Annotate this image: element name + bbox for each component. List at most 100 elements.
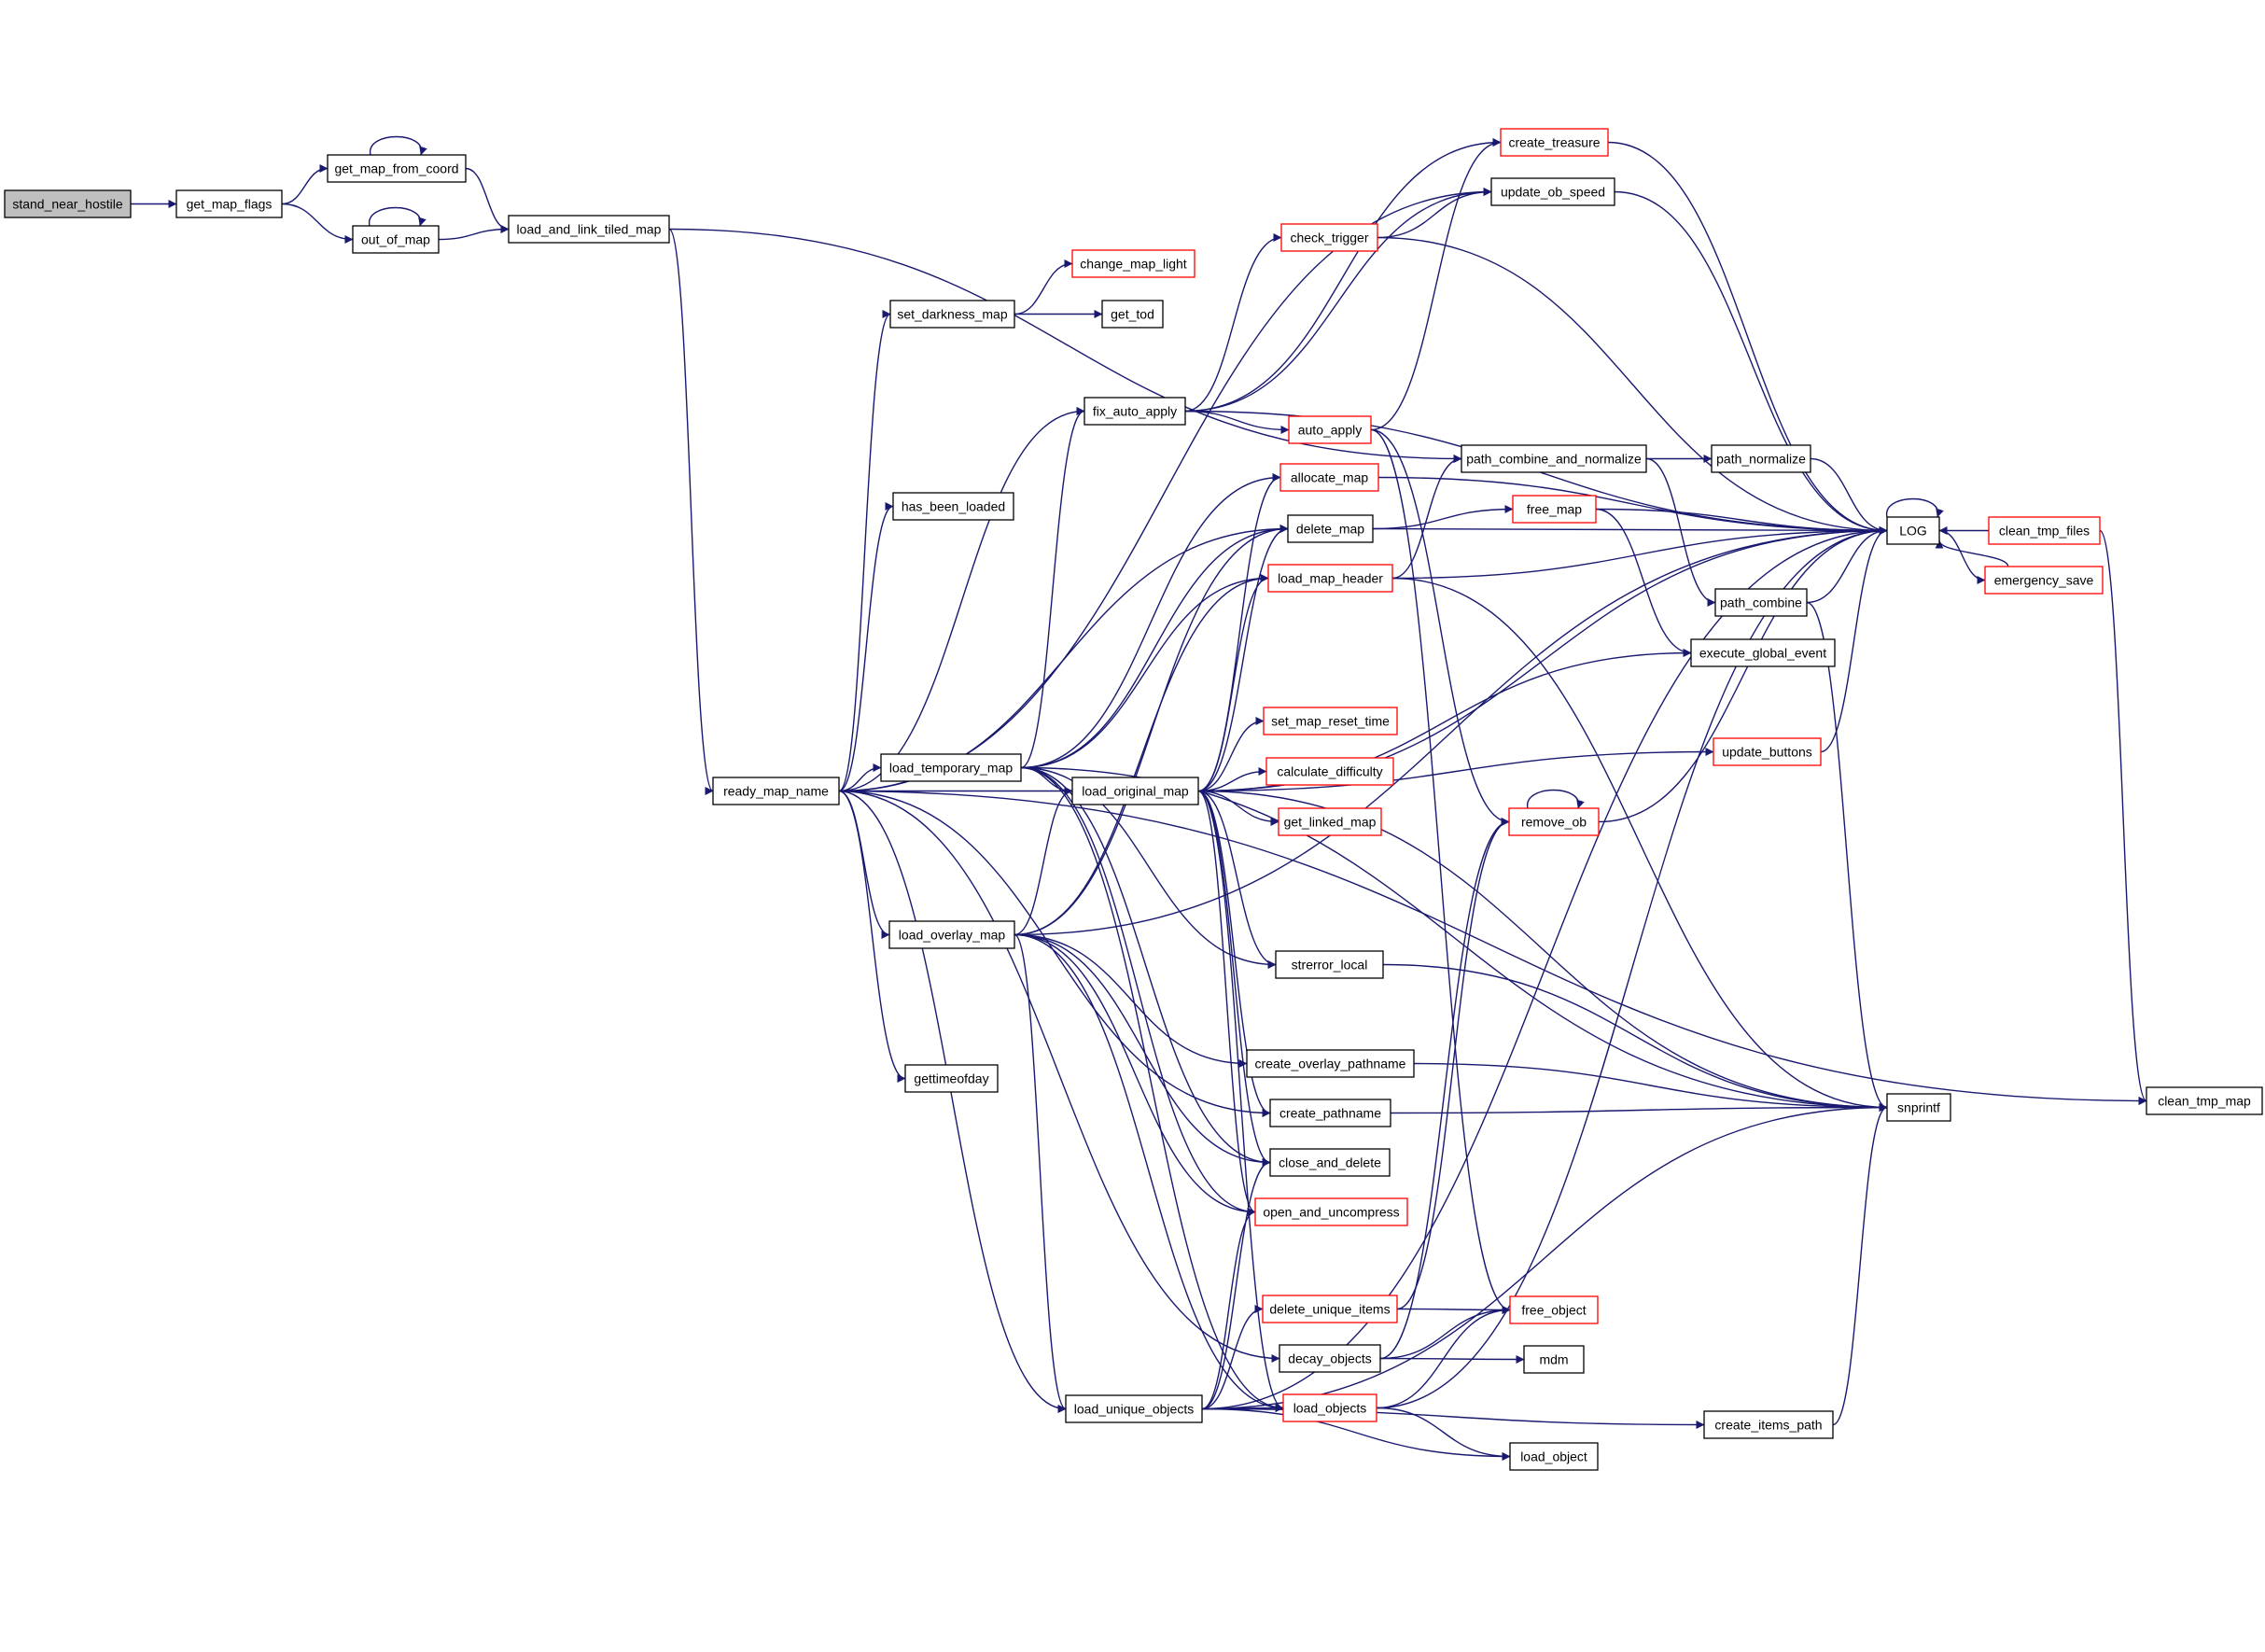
edge-line: [1598, 526, 1888, 823]
node-auto-apply[interactable]: auto_apply: [1288, 415, 1372, 444]
node-remove-ob[interactable]: remove_ob: [1508, 807, 1600, 836]
node-decay-objects[interactable]: decay_objects: [1279, 1344, 1381, 1373]
node-label: load_and_link_tiled_map: [517, 222, 662, 237]
edge-get_map_from_coord-to-get_map_from_coord: [370, 135, 427, 156]
node-label: change_map_light: [1080, 257, 1187, 272]
node-get-map-from-coord[interactable]: get_map_from_coord: [327, 154, 467, 183]
node-close-and-delete[interactable]: close_and_delete: [1269, 1148, 1391, 1177]
edge-load_unique_objects-to-open_and_uncompress: [1201, 1208, 1256, 1410]
node-label: fix_auto_apply: [1093, 404, 1177, 419]
node-set-map-reset-time[interactable]: set_map_reset_time: [1263, 707, 1398, 735]
edge-create_treasure-to-LOG: [1607, 141, 1888, 535]
edge-load_map_header-to-LOG: [1391, 526, 1888, 580]
edge-load_overlay_map-to-create_overlay_pathname: [1014, 933, 1248, 1068]
edge-ready_map_name-to-update_ob_speed: [838, 188, 1492, 792]
edge-line: [838, 790, 1280, 1363]
edge-line: [1014, 259, 1073, 315]
node-load-object[interactable]: load_object: [1509, 1442, 1599, 1471]
node-ready-map-name[interactable]: ready_map_name: [712, 777, 840, 805]
node-label: snprintf: [1897, 1100, 1940, 1115]
node-execute-global-event[interactable]: execute_global_event: [1690, 638, 1836, 667]
edge-delete_unique_items-to-remove_ob: [1396, 818, 1510, 1310]
node-label: mdm: [1539, 1352, 1568, 1367]
edge-load_temporary_map-to-open_and_uncompress: [1020, 766, 1256, 1216]
edge-line: [1370, 428, 1510, 826]
node-load-overlay-map[interactable]: load_overlay_map: [888, 920, 1015, 949]
node-stand-near-hostile[interactable]: stand_near_hostile: [4, 189, 132, 218]
node-load-map-header[interactable]: load_map_header: [1267, 564, 1393, 593]
node-path-combine[interactable]: path_combine: [1714, 588, 1808, 617]
edge-line: [1396, 818, 1510, 1310]
node-label: calculate_difficulty: [1277, 764, 1382, 779]
node-emergency-save[interactable]: emergency_save: [1984, 566, 2104, 595]
edge-line: [1197, 790, 1279, 826]
node-update-ob-speed[interactable]: update_ob_speed: [1490, 177, 1615, 206]
node-out-of-map[interactable]: out_of_map: [352, 225, 440, 254]
node-set-darkness-map[interactable]: set_darkness_map: [889, 300, 1015, 329]
edge-load_original_map-to-open_and_uncompress: [1197, 790, 1256, 1216]
node-label: load_temporary_map: [889, 761, 1014, 776]
edge-line: [1201, 1208, 1256, 1410]
node-create-treasure[interactable]: create_treasure: [1500, 128, 1609, 157]
edge-line: [1377, 236, 1888, 535]
node-open-and-uncompress[interactable]: open_and_uncompress: [1254, 1197, 1408, 1226]
node-create-overlay-pathname[interactable]: create_overlay_pathname: [1246, 1049, 1415, 1078]
edge-line: [1197, 790, 1277, 969]
node-load-and-link-tiled-map[interactable]: load_and_link_tiled_map: [508, 215, 670, 244]
edge-set_darkness_map-to-change_map_light: [1014, 259, 1073, 315]
node-label: create_overlay_pathname: [1255, 1057, 1406, 1071]
node-clean-tmp-files[interactable]: clean_tmp_files: [1988, 516, 2101, 545]
edge-line: [1377, 476, 1888, 535]
node-load-temporary-map[interactable]: load_temporary_map: [880, 753, 1022, 782]
node-box: [1703, 1410, 1834, 1439]
node-path-normalize[interactable]: path_normalize: [1711, 444, 1811, 473]
node-free-map[interactable]: free_map: [1512, 495, 1597, 524]
node-path-combine-and-normalize[interactable]: path_combine_and_normalize: [1461, 444, 1647, 473]
node-delete-map[interactable]: delete_map: [1287, 514, 1374, 543]
node-create-items-path[interactable]: create_items_path: [1703, 1410, 1834, 1439]
node-update-buttons[interactable]: update_buttons: [1713, 737, 1822, 766]
edge-load_overlay_map-to-LOG: [1014, 526, 1888, 936]
node-load-objects[interactable]: load_objects: [1282, 1393, 1377, 1422]
node-allocate-map[interactable]: allocate_map: [1279, 463, 1379, 492]
node-snprintf[interactable]: snprintf: [1886, 1093, 1951, 1122]
node-label: update_buttons: [1722, 745, 1812, 760]
node-check-trigger[interactable]: check_trigger: [1280, 223, 1378, 252]
node-load-original-map[interactable]: load_original_map: [1071, 777, 1199, 805]
node-load-unique-objects[interactable]: load_unique_objects: [1065, 1394, 1203, 1423]
edge-load_objects-to-load_object: [1376, 1407, 1511, 1461]
edge-line: [668, 228, 714, 795]
edge-line: [1376, 526, 1888, 1409]
node-LOG[interactable]: LOG: [1886, 516, 1940, 545]
edge-line: [1014, 525, 1289, 936]
node-clean-tmp-map[interactable]: clean_tmp_map: [2146, 1086, 2263, 1115]
node-strerror-local[interactable]: strerror_local: [1275, 950, 1384, 979]
node-get-linked-map[interactable]: get_linked_map: [1278, 807, 1382, 836]
node-free-object[interactable]: free_object: [1509, 1295, 1599, 1324]
node-delete-unique-items[interactable]: delete_unique_items: [1262, 1295, 1398, 1323]
node-label: get_linked_map: [1284, 815, 1377, 830]
edge-line: [2099, 529, 2147, 1105]
edge-fix_auto_apply-to-create_treasure: [1184, 138, 1502, 413]
node-get-map-flags[interactable]: get_map_flags: [175, 189, 283, 218]
edge-load_original_map-to-create_pathname: [1197, 790, 1271, 1117]
edge-line: [1014, 933, 1284, 1412]
node-label: strerror_local: [1292, 958, 1368, 973]
node-label: delete_unique_items: [1269, 1302, 1390, 1317]
edge-line: [281, 164, 329, 205]
node-mdm[interactable]: mdm: [1523, 1345, 1585, 1374]
edge-path_combine-to-LOG: [1806, 526, 1888, 604]
node-fix-auto-apply[interactable]: fix_auto_apply: [1084, 397, 1186, 426]
edge-line: [1810, 457, 1888, 535]
node-has-been-loaded[interactable]: has_been_loaded: [892, 492, 1014, 521]
node-box: [1279, 1344, 1381, 1373]
node-box: [1071, 777, 1199, 805]
node-get-tod[interactable]: get_tod: [1101, 300, 1164, 329]
node-gettimeofday[interactable]: gettimeofday: [904, 1064, 999, 1093]
node-change-map-light[interactable]: change_map_light: [1071, 249, 1195, 278]
edge-load_overlay_map-to-close_and_delete: [1014, 933, 1271, 1167]
node-create-pathname[interactable]: create_pathname: [1269, 1099, 1391, 1127]
node-calculate-difficulty[interactable]: calculate_difficulty: [1265, 757, 1394, 786]
edge-path_combine-to-snprintf: [1806, 601, 1888, 1112]
edge-ready_map_name-to-gettimeofday: [838, 790, 906, 1083]
